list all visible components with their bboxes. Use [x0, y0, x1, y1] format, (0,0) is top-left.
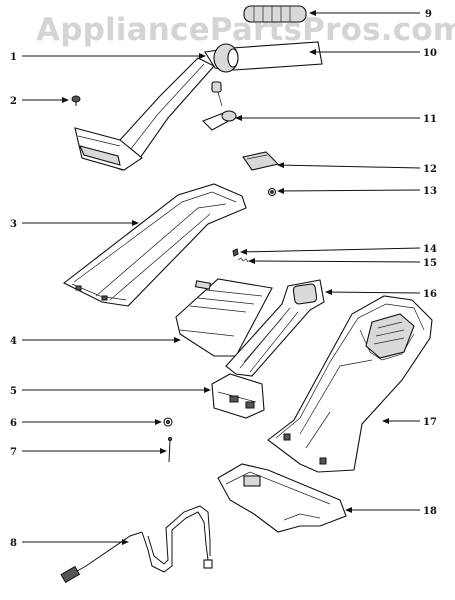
label-8: 8 — [10, 538, 17, 549]
label-13: 13 — [423, 186, 437, 197]
leader-lines — [22, 10, 421, 545]
label-5: 5 — [10, 386, 17, 397]
label-4: 4 — [10, 336, 17, 347]
label-11: 11 — [423, 114, 437, 125]
callout-labels: 1 2 3 4 5 6 7 8 9 10 11 12 13 14 15 16 1… — [10, 9, 437, 549]
part-6-nut — [163, 417, 173, 427]
label-7: 7 — [10, 447, 17, 458]
label-9: 9 — [425, 9, 432, 20]
part-8-cord — [60, 505, 213, 584]
part-7-pin — [167, 436, 173, 463]
label-6: 6 — [10, 418, 17, 429]
part-14-clip — [232, 248, 239, 257]
part-13-nut — [267, 187, 277, 197]
label-14: 14 — [423, 244, 437, 255]
part-18-bracket — [217, 463, 347, 533]
part-5-base-plate — [211, 373, 265, 419]
part-15-spring — [237, 257, 249, 263]
label-3: 3 — [10, 219, 17, 230]
part-17-housing — [267, 295, 433, 473]
part-2-screw — [71, 95, 81, 106]
label-2: 2 — [10, 96, 17, 107]
label-15: 15 — [423, 258, 437, 269]
label-18: 18 — [423, 506, 437, 517]
label-1: 1 — [10, 52, 17, 63]
part-11-latch — [202, 81, 237, 131]
part-12-button — [242, 151, 280, 171]
label-16: 16 — [423, 289, 437, 300]
part-3-cover — [62, 183, 247, 307]
part-16-frame — [225, 279, 325, 377]
label-10: 10 — [423, 48, 437, 59]
label-12: 12 — [423, 164, 437, 175]
part-1-handle — [74, 41, 323, 171]
part-9-hose-coupling — [243, 5, 307, 23]
label-17: 17 — [423, 417, 437, 428]
